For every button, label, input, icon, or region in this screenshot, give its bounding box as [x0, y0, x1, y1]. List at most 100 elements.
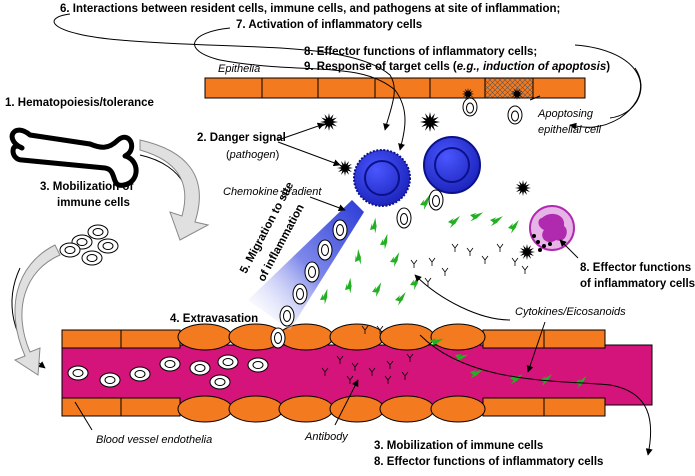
cell-nucleus [214, 378, 226, 386]
pathogen-icon [515, 180, 531, 196]
pathogen-icon [420, 112, 440, 132]
cytokine-bolts [320, 195, 587, 389]
endothelial-cell [177, 395, 233, 423]
cell-nucleus [104, 376, 116, 384]
pathogen-icon [337, 160, 353, 176]
endothelial-cell [329, 323, 385, 351]
circulation-curve-arrow [13, 244, 61, 376]
cytokine-bolt-icon [575, 375, 587, 389]
pathogen-icon [320, 113, 338, 131]
cytokine-bolt-icon [390, 252, 400, 267]
label-epithelia: Epithelia [218, 63, 261, 75]
pathogen-icons [320, 88, 535, 260]
antibody-icon [384, 375, 392, 384]
cell-nucleus [72, 369, 84, 377]
cell-nucleus [92, 228, 104, 236]
cytokine-bolt-icon [454, 353, 469, 362]
epithelial-immune-cells [462, 97, 523, 125]
label-effector-top: 8. Effector functions of inflammatory ce… [304, 46, 538, 58]
antibody-icon [521, 265, 529, 274]
pathogen-icon [519, 244, 535, 260]
endothelial-cell [430, 395, 486, 423]
antibody-icon [410, 259, 418, 268]
antibody-icon [336, 355, 344, 364]
cytokine-bolt-icon [370, 217, 377, 234]
antibody-icon [441, 267, 449, 276]
resident-immune-cell [423, 136, 481, 211]
cytokine-bolt-icon [380, 233, 388, 250]
cell-nucleus [86, 254, 98, 262]
antibody-icon [511, 257, 519, 266]
label-extravasation: 4. Extravasation [170, 313, 259, 325]
label-interactions: 6. Interactions between resident cells, … [60, 3, 561, 15]
label-apoptosing-2: epithelial cell [538, 124, 601, 136]
antibody-icon [386, 360, 394, 369]
diagram-canvas [9, 13, 653, 456]
cytokine-bolt-icon [470, 369, 484, 379]
cell-nucleus [308, 266, 316, 278]
cytokine-bolt-icon [470, 212, 484, 222]
label-danger-signal: 2. Danger signal [197, 132, 286, 144]
label-apoptosing-1: Apoptosing [538, 108, 594, 120]
endothelial-cell [177, 323, 233, 351]
label-hematopoiesis: 1. Hematopoiesis/tolerance [5, 97, 154, 109]
antibody-icon [428, 257, 436, 266]
antibody-icon [424, 277, 432, 286]
cell-nucleus [283, 310, 291, 322]
antibody-icon [406, 353, 414, 362]
cytokine-bolt-icon [372, 282, 382, 297]
antibody-icon [496, 243, 504, 252]
cytokine-bolt-icon [395, 292, 406, 306]
cell-nucleus [64, 246, 76, 254]
cytokine-bolt-icon [508, 220, 519, 234]
antibody-icons [321, 243, 529, 384]
cytokine-bolt-icon [355, 248, 362, 265]
activated-inflammatory-cell [353, 149, 412, 229]
antibody-icon [351, 362, 359, 371]
cell-nucleus [194, 364, 206, 372]
label-mobilization-left-1: 3. Mobilization of [40, 181, 134, 193]
cell-nucleus [274, 332, 282, 344]
cell-nucleus [321, 244, 329, 256]
label-effector-right-2: of inflammatory cells [580, 278, 695, 290]
cell-nucleus [76, 238, 88, 246]
cell-nucleus [164, 360, 176, 368]
label-mobilization-bottom: 3. Mobilization of immune cells [374, 440, 544, 452]
cytokine-bolt-icon [448, 216, 460, 228]
blood-vessel [61, 323, 653, 423]
antibody-icon [368, 367, 376, 376]
inflammation-diagram: 6. Interactions between resident cells, … [5, 3, 695, 468]
pathogen-icon [511, 88, 523, 100]
label-response: 9. Response of target cells (e.g., induc… [304, 61, 611, 73]
cytokine-bolt-icon [410, 275, 420, 290]
label-chemokine-gradient: Chemokine gradient [223, 186, 322, 198]
cytokine-bolt-icon [345, 277, 352, 294]
cytokine-bolt-icon [429, 338, 444, 347]
cell-nucleus [336, 224, 344, 236]
label-pathogen: (pathogen) [226, 149, 280, 161]
cell-nucleus [222, 358, 234, 366]
antibody-icon [481, 255, 489, 264]
label-cytokines: Cytokines/Eicosanoids [515, 306, 626, 318]
antibody-icon [376, 325, 384, 334]
label-mobilization-left-2: immune cells [57, 197, 130, 209]
endothelial-cell [430, 323, 486, 351]
granulocyte-cell [529, 205, 575, 252]
label-activation: 7. Activation of inflammatory cells [236, 19, 423, 31]
cell-nucleus [296, 288, 304, 300]
antibody-icon [451, 243, 459, 252]
antibody-icon [361, 325, 369, 334]
cell-nucleus [102, 242, 114, 250]
epithelia-strip [204, 77, 586, 99]
endothelial-cell [379, 395, 435, 423]
antibody-icon [401, 371, 409, 380]
endothelial-cell [278, 395, 334, 423]
mobilization-curve-arrow [139, 139, 210, 241]
label-blood-vessel: Blood vessel endothelia [96, 434, 213, 446]
circulating-immune-cells [59, 224, 119, 266]
migrating-cells [270, 219, 348, 349]
cytokine-bolt-icon [420, 195, 430, 210]
label-antibody: Antibody [305, 431, 348, 443]
antibody-icon [321, 367, 329, 376]
endothelial-cell [379, 323, 435, 351]
